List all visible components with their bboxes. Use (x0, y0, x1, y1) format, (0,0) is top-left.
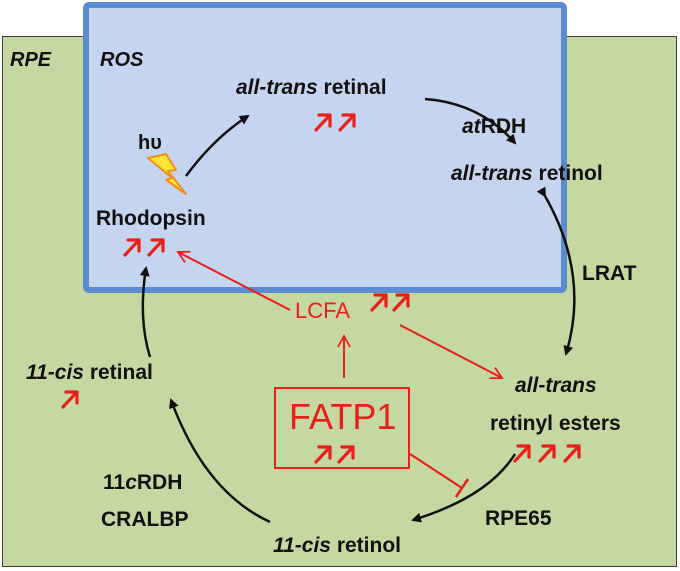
red-up-arrow-icon (61, 390, 79, 409)
all-trans-esters-line1: all-trans (515, 374, 597, 397)
arrow-cis-retinol-to-cis-retinal (169, 398, 271, 524)
inhibit-bar (454, 478, 470, 498)
arrow-rhodopsin-to-retinal (184, 114, 250, 177)
atrdh-label: atRDH (462, 115, 527, 138)
red-up-arrow-icon (370, 293, 388, 312)
red-up-arrow-icon (538, 444, 556, 463)
arrow-lcfa-to-esters (399, 324, 504, 380)
arrow-cis-retinal-to-rhodopsin (139, 266, 152, 358)
all-trans-retinol-label: all-trans retinol (451, 162, 603, 185)
red-up-arrow-icon (123, 238, 141, 257)
rpe65-label: RPE65 (485, 507, 552, 530)
cis-retinol-label: 11-cis retinol (273, 534, 402, 557)
red-up-arrow-icon (314, 113, 332, 132)
rhodopsin-label: Rhodopsin (96, 207, 206, 230)
arrow-lrat (536, 186, 576, 356)
fatp1-box (274, 387, 410, 469)
all-trans-esters-line2: retinyl esters (490, 412, 621, 435)
fatp1-label: FATP1 (289, 396, 397, 437)
red-up-arrow-icon (147, 238, 165, 257)
cis-retinal-label: 11-cis retinal (26, 361, 153, 384)
cralbp-label: CRALBP (101, 508, 189, 531)
red-up-arrow-icon (563, 444, 581, 463)
red-up-arrow-icon (392, 293, 410, 312)
lrat-label: LRAT (582, 262, 637, 285)
all-trans-retinal-label: all-trans retinal (236, 76, 387, 99)
rpe-label: RPE (10, 49, 52, 71)
light-label: hυ (138, 132, 162, 154)
arrow-esters-to-cis-retinol (411, 453, 517, 523)
arrow-lcfa-to-rhodopsin (176, 250, 291, 311)
lcfa-label: LCFA (295, 298, 351, 323)
lightning-bolt-icon (147, 153, 187, 195)
arrow-retinal-to-retinol (424, 97, 517, 145)
crdh-label: 11cRDH (103, 471, 183, 494)
red-up-arrow-icon (513, 444, 531, 463)
ros-label: ROS (100, 49, 144, 71)
red-up-arrow-icon (338, 113, 356, 132)
inhibit-fatp1-rpe65-line (409, 453, 463, 489)
